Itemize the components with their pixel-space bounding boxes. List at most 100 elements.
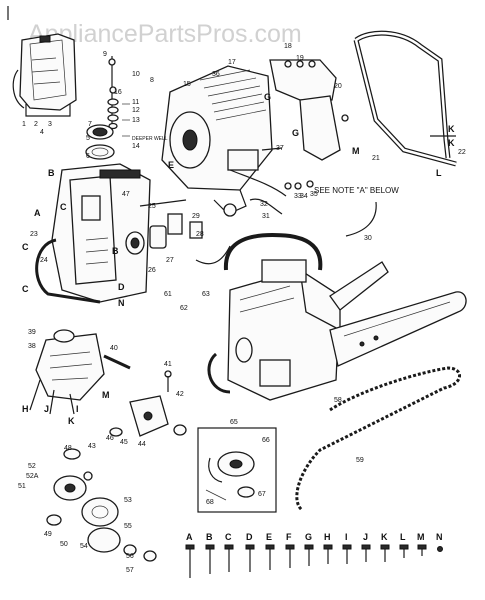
callout: 13 xyxy=(132,117,140,124)
callout: 43 xyxy=(88,443,96,450)
callout: 68 xyxy=(206,499,214,506)
callout: 50 xyxy=(60,541,68,548)
callout: 61 xyxy=(164,291,172,298)
letter-mark: C xyxy=(22,242,29,252)
callout: 31 xyxy=(262,213,270,220)
fastener-i-icon xyxy=(342,544,352,564)
callout: 21 xyxy=(372,155,380,162)
callout: 51 xyxy=(18,483,26,490)
fastener-e-icon xyxy=(265,544,275,570)
rear-housing xyxy=(35,163,151,304)
callout: 26 xyxy=(148,267,156,274)
callout: 1 xyxy=(22,121,26,128)
callout: 67 xyxy=(258,491,266,498)
callout: 52 xyxy=(28,463,36,470)
fastener-h-icon xyxy=(323,544,333,564)
callout: 9 xyxy=(103,51,107,58)
fastener-letter: K xyxy=(381,532,388,542)
drive-parts xyxy=(125,199,203,255)
letter-mark: M xyxy=(102,390,110,400)
callout: 62 xyxy=(180,305,188,312)
callout: 20 xyxy=(334,83,342,90)
callout: 46 xyxy=(106,435,114,442)
callout: 47 xyxy=(122,191,130,198)
handle-bracket xyxy=(269,59,349,161)
callout: 63 xyxy=(202,291,210,298)
fastener-k-icon xyxy=(380,544,390,562)
letter-mark: I xyxy=(76,404,79,414)
callout: 56 xyxy=(126,553,134,560)
callout: 19 xyxy=(296,55,304,62)
carburetor-stack xyxy=(85,56,130,160)
callout: 57 xyxy=(126,567,134,574)
fastener-letter: M xyxy=(417,532,425,542)
callout: 18 xyxy=(284,43,292,50)
letter-mark: E xyxy=(168,160,174,170)
callout: 32 xyxy=(260,201,268,208)
fastener-l-icon xyxy=(399,544,409,558)
fastener-a-icon xyxy=(185,544,195,578)
saw-chain xyxy=(295,366,461,512)
fastener-letter: H xyxy=(324,532,331,542)
callout: 14 xyxy=(132,143,140,150)
fastener-m-icon xyxy=(417,544,427,556)
fastener-letter: J xyxy=(363,532,368,542)
fastener-letter: A xyxy=(186,532,193,542)
deeper-well-label: DEEPER WELL xyxy=(132,136,168,142)
callout: 6 xyxy=(86,153,90,160)
callout: 17 xyxy=(228,59,236,66)
callout: 40 xyxy=(110,345,118,352)
letter-mark: G xyxy=(292,128,299,138)
fastener-letter: F xyxy=(286,532,292,542)
callout: 23 xyxy=(30,231,38,238)
callout: 39 xyxy=(28,329,36,336)
callout: 55 xyxy=(124,523,132,530)
guide-bar xyxy=(329,291,467,367)
callout: 5 xyxy=(86,135,90,142)
letter-mark: A xyxy=(34,208,41,218)
callout: 24 xyxy=(40,257,48,264)
callout: 29 xyxy=(192,213,200,220)
callout: 2 xyxy=(34,121,38,128)
callout: 37 xyxy=(276,145,284,152)
callout: 44 xyxy=(138,441,146,448)
callout: 16 xyxy=(114,89,122,96)
clutch-kit-box xyxy=(197,427,277,513)
letter-mark: D xyxy=(118,282,125,292)
fastener-f-icon xyxy=(285,544,295,568)
callout: 65 xyxy=(230,419,238,426)
fastener-row xyxy=(185,544,443,578)
callout: 35 xyxy=(310,191,318,198)
callout: 28 xyxy=(196,231,204,238)
callout: 54 xyxy=(80,543,88,550)
callout: 15 xyxy=(183,81,191,88)
clutch-kit xyxy=(205,451,255,501)
ignition-wire xyxy=(195,169,377,265)
callout: 45 xyxy=(120,439,128,446)
callout: 4 xyxy=(40,129,44,136)
callout: 30 xyxy=(364,235,372,242)
callout: 53 xyxy=(124,497,132,504)
engine-cylinder xyxy=(161,65,283,217)
callout: 8 xyxy=(150,77,154,84)
letter-mark: J xyxy=(44,404,49,414)
fastener-g-icon xyxy=(304,544,314,566)
letter-mark: K xyxy=(448,138,455,148)
clutch-cover xyxy=(109,370,187,437)
callout: 42 xyxy=(176,391,184,398)
callout: 7 xyxy=(88,121,92,128)
callout: 49 xyxy=(44,531,52,538)
fastener-letter: C xyxy=(225,532,232,542)
callout: 38 xyxy=(28,343,36,350)
callout: 59 xyxy=(356,457,364,464)
fastener-letter: N xyxy=(436,532,443,542)
callout: 12 xyxy=(132,107,140,114)
letter-mark: L xyxy=(436,168,442,178)
callout: 66 xyxy=(262,437,270,444)
note-a: SEE NOTE "A" BELOW xyxy=(314,186,399,195)
callout: 58 xyxy=(334,397,342,404)
letter-mark: M xyxy=(352,146,360,156)
callout: 10 xyxy=(132,71,140,78)
callout: 52A xyxy=(26,473,39,480)
